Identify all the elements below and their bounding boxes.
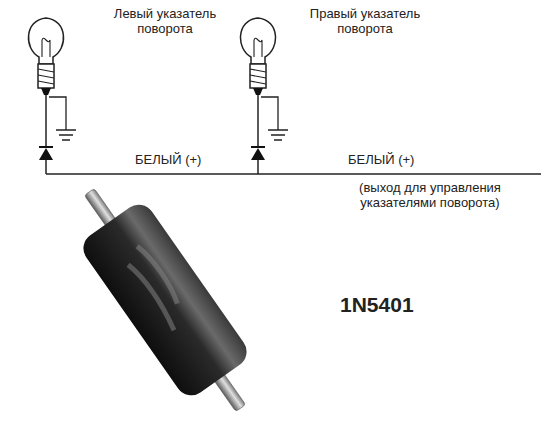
- turn-signal-label: Правый указатель поворота: [292, 6, 438, 36]
- wire-label: БЕЛЫЙ (+): [348, 152, 414, 167]
- output-note: (выход для управления указателями поворо…: [340, 180, 520, 210]
- turn-signal-label: Левый указатель поворота: [92, 6, 238, 36]
- diode-photo: [57, 169, 274, 430]
- wire-label: БЕЛЫЙ (+): [135, 152, 201, 167]
- left-turn-branch: [29, 18, 76, 174]
- right-turn-branch: [241, 18, 288, 174]
- part-number: 1N5401: [340, 292, 414, 317]
- white-wire: [46, 173, 541, 175]
